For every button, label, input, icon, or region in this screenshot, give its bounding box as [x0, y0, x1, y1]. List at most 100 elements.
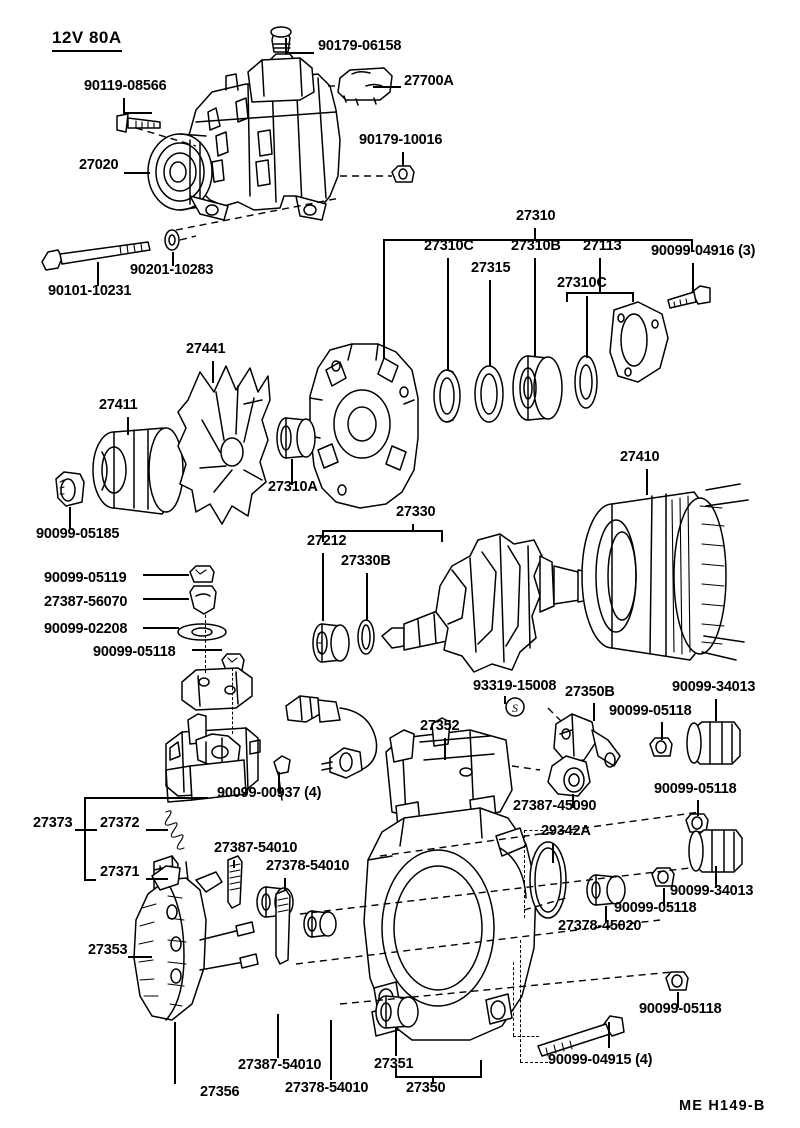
bracket-27310-top	[383, 239, 692, 241]
part-90099-04916	[667, 285, 711, 309]
label-27310: 27310	[516, 208, 556, 224]
chain-27350-v	[520, 940, 521, 1062]
label-27441: 27441	[186, 341, 226, 357]
label-27373: 27373	[33, 815, 73, 831]
leader-27315	[489, 280, 491, 366]
part-27378-45020	[586, 874, 626, 906]
leader-90099-34013-b	[715, 866, 717, 888]
label-27387-54010-b: 27387-54010	[238, 1057, 322, 1073]
leader-27330B	[366, 573, 368, 621]
leader-27387-54010-b	[277, 1014, 279, 1058]
regulator-block	[165, 713, 261, 803]
leader-90179-10016	[402, 152, 404, 166]
leader-27371	[146, 878, 168, 880]
part-27387-54010-a	[227, 855, 243, 909]
label-90099-34013-a: 90099-34013	[672, 679, 756, 695]
part-27113	[574, 355, 598, 409]
svg-text:S: S	[512, 701, 518, 715]
bracket-27373-v	[84, 797, 86, 880]
leader-27310C-1	[447, 258, 449, 370]
bracket-27113-l	[566, 292, 568, 302]
label-90099-04916: 90099-04916 (3)	[651, 243, 756, 259]
bracket-27350-l	[395, 1066, 397, 1078]
label-27352: 27352	[420, 718, 460, 734]
leader-27411	[127, 417, 129, 435]
leader-27378-54010-a	[284, 878, 286, 890]
chain-terminal-v	[205, 615, 206, 673]
label-27351: 27351	[374, 1056, 414, 1072]
leader-90099-05118-d	[663, 888, 665, 906]
part-27441	[177, 365, 271, 525]
label-27310A: 27310A	[268, 479, 318, 495]
part-27351	[375, 995, 419, 1029]
chain-bolt-v	[513, 962, 514, 1036]
part-90099-05118-b	[649, 737, 673, 757]
bracket-27113-r	[632, 292, 634, 302]
leader-27356	[174, 1022, 176, 1084]
bracket-27373-top	[84, 797, 208, 799]
leader-27441	[212, 361, 214, 383]
label-27700A: 27700A	[404, 73, 454, 89]
leader-27387-45090	[572, 794, 574, 808]
part-27700A	[337, 67, 393, 106]
label-90099-05118-d: 90099-05118	[614, 900, 697, 916]
leader-29342A	[552, 843, 554, 863]
part-27352-cover	[385, 717, 513, 829]
label-27411: 27411	[99, 397, 138, 413]
assembly-27020	[147, 26, 341, 221]
label-29342A: 29342A	[541, 823, 591, 839]
label-27350B: 27350B	[565, 684, 615, 700]
leader-27351	[395, 1028, 397, 1056]
leader-27310A	[291, 459, 293, 485]
chain-terminal-v2	[232, 668, 233, 734]
label-27315: 27315	[471, 260, 511, 276]
label-27387-45090: 27387-45090	[513, 798, 597, 814]
bracket-27330-l	[322, 530, 324, 542]
part-27212	[312, 623, 350, 663]
leader-90119-08566-v	[123, 98, 125, 114]
leader-27310	[534, 228, 536, 240]
leader-27378-45020	[605, 906, 607, 922]
leader-27352	[444, 738, 446, 760]
chain-29342A-h	[524, 830, 554, 831]
leader-90099-05118-e	[677, 992, 679, 1008]
label-27310C-2: 27310C	[557, 275, 607, 291]
chain-bolt-h	[513, 1036, 539, 1037]
leader-90099-04916	[692, 263, 694, 291]
terminal-bracket	[181, 667, 253, 711]
label-90099-05119: 90099-05119	[44, 570, 127, 586]
part-90201-10283	[164, 229, 180, 251]
part-27330-rotor	[381, 533, 606, 673]
label-27410: 27410	[620, 449, 660, 465]
part-27350B	[553, 713, 621, 768]
leader-27372	[146, 829, 168, 831]
label-90099-05185: 90099-05185	[36, 526, 120, 542]
leader-27310B	[534, 258, 536, 356]
label-90099-00937: 90099-00937 (4)	[217, 785, 322, 801]
leader-90099-05118-c	[697, 800, 699, 816]
part-27315	[474, 365, 504, 423]
bracket-27310-r	[691, 239, 693, 251]
part-90099-34013-a	[686, 721, 741, 765]
chain-29342A-v	[524, 830, 525, 918]
part-90099-34013-b	[688, 829, 743, 873]
leader-27378-54010-b	[330, 1020, 332, 1080]
bracket-27330-r	[441, 530, 443, 542]
label-27330: 27330	[396, 504, 436, 520]
label-90179-06158: 90179-06158	[318, 38, 402, 54]
leader-93319-15008	[504, 696, 506, 704]
leader-27353	[128, 956, 152, 958]
part-90099-05185	[55, 471, 85, 507]
leader-27330	[412, 524, 414, 532]
part-27310C-1	[433, 369, 461, 423]
label-27371: 27371	[100, 864, 140, 880]
part-90099-05119	[189, 565, 215, 583]
label-27356: 27356	[200, 1084, 240, 1100]
bracket-27330-top	[322, 530, 442, 532]
part-90179-10016	[391, 165, 415, 183]
leader-27350B	[593, 703, 595, 721]
part-27310C-2	[609, 301, 669, 383]
leader-27700A	[373, 86, 401, 88]
part-90099-05118-c	[685, 813, 709, 833]
leader-90099-00937	[278, 772, 280, 794]
